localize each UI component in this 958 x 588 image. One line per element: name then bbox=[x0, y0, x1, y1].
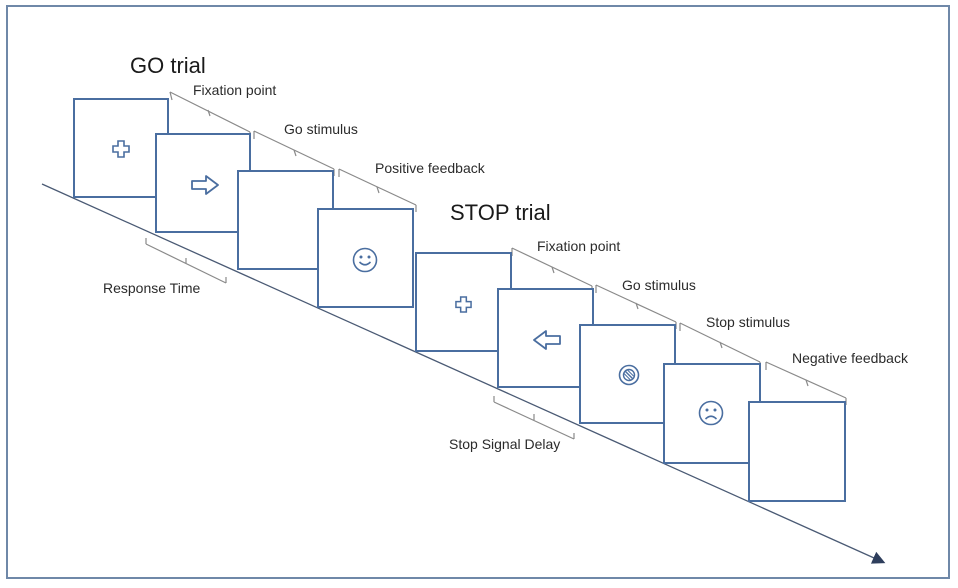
stop-fixation-label: Fixation point bbox=[537, 238, 621, 254]
stop-signal-delay-label: Stop Signal Delay bbox=[449, 436, 561, 452]
left-arrow-icon bbox=[533, 330, 561, 350]
bracket-stop-fixation bbox=[511, 247, 593, 293]
go-positive-feedback-screen bbox=[317, 208, 414, 308]
bracket-positive-feedback bbox=[338, 168, 417, 212]
go-stimulus-label: Go stimulus bbox=[284, 121, 358, 137]
right-arrow-icon bbox=[191, 175, 219, 195]
response-time-label: Response Time bbox=[103, 280, 201, 296]
stop-sign-icon bbox=[618, 364, 640, 386]
bracket-stop-signal-delay bbox=[493, 396, 575, 440]
stop-trial-title: STOP trial bbox=[450, 200, 551, 225]
plus-icon bbox=[455, 296, 472, 313]
frown-icon bbox=[698, 400, 724, 426]
bracket-stop-go-stimulus bbox=[595, 284, 677, 329]
bracket-stop-stimulus bbox=[679, 322, 761, 369]
bracket-go-stimulus bbox=[253, 130, 335, 176]
go-trial-title: GO trial bbox=[130, 53, 206, 78]
bracket-go-fixation bbox=[169, 91, 251, 140]
negative-feedback-label: Negative feedback bbox=[792, 350, 908, 366]
bracket-response-time bbox=[145, 238, 227, 284]
stop-stimulus-label: Stop stimulus bbox=[706, 314, 791, 330]
bracket-negative-feedback bbox=[765, 361, 847, 405]
timeline-arrow bbox=[41, 183, 886, 564]
stop-negative-feedback-screen bbox=[748, 401, 846, 502]
stop-go-stimulus-label: Go stimulus bbox=[622, 277, 696, 293]
smiley-icon bbox=[352, 247, 378, 273]
go-fixation-label: Fixation point bbox=[193, 82, 277, 98]
positive-feedback-label: Positive feedback bbox=[375, 160, 485, 176]
plus-icon bbox=[112, 140, 130, 158]
